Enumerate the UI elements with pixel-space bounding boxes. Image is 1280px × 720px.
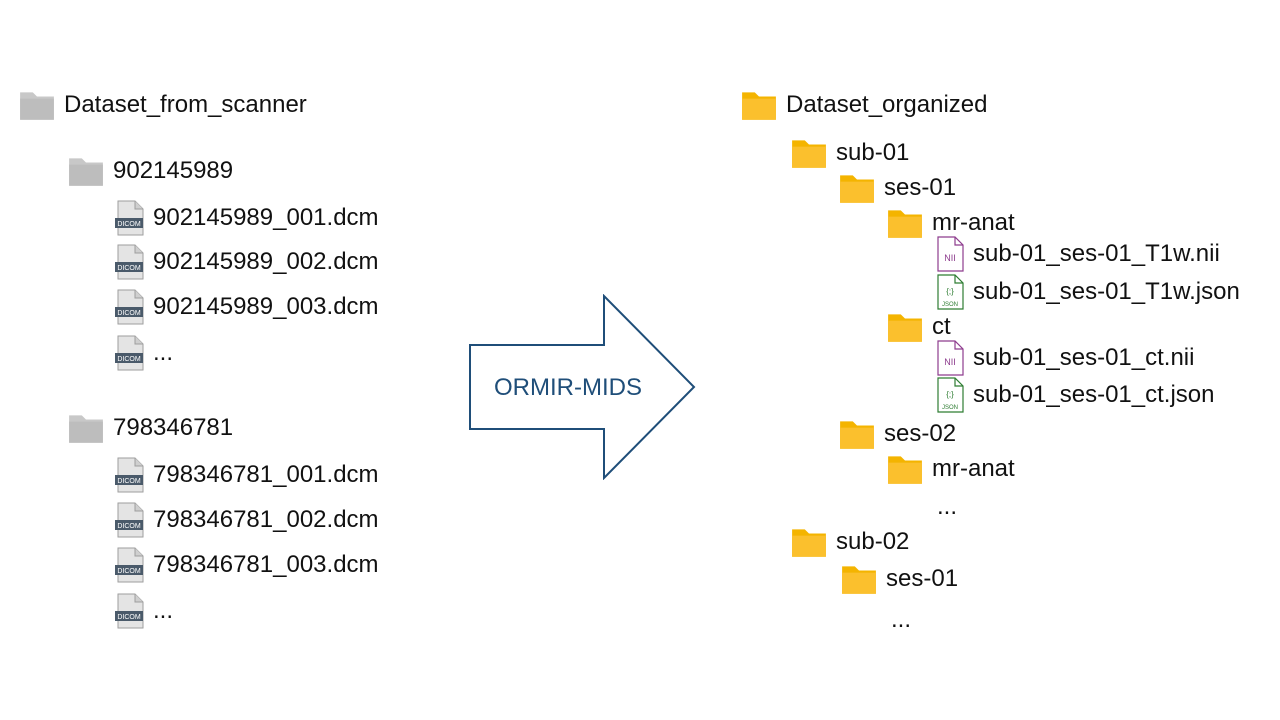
ses-02-label: ses-02: [884, 420, 957, 447]
mr-anat-label: mr-anat: [932, 209, 1015, 236]
dicom-file-icon: DICOM: [115, 593, 144, 629]
folder-icon: [67, 154, 105, 188]
ct-row[interactable]: ct: [886, 307, 951, 347]
source-folder-2-label: 798346781: [113, 414, 234, 441]
nii-file-row[interactable]: NII sub-01_ses-01_ct.nii: [935, 338, 1194, 378]
mr-anat-label: mr-anat: [932, 455, 1015, 482]
file-row[interactable]: DICOM 798346781_002.dcm: [115, 500, 379, 540]
sub-01-ses-01-row[interactable]: ses-01: [838, 168, 956, 208]
mr-anat-row[interactable]: mr-anat: [886, 449, 1015, 489]
ellipsis-row: ...: [883, 600, 911, 640]
svg-text:DICOM: DICOM: [117, 614, 141, 621]
svg-text:DICOM: DICOM: [117, 221, 141, 228]
svg-text:DICOM: DICOM: [117, 523, 141, 530]
source-root-label: Dataset_from_scanner: [64, 91, 307, 118]
json-file-label: sub-01_ses-01_ct.json: [973, 381, 1215, 408]
source-root-row[interactable]: Dataset_from_scanner: [18, 85, 307, 125]
json-file-row[interactable]: {;} JSON sub-01_ses-01_T1w.json: [935, 272, 1240, 312]
file-label: 798346781_001.dcm: [153, 461, 379, 488]
file-label: 798346781_002.dcm: [153, 506, 379, 533]
svg-text:NII: NII: [944, 357, 956, 367]
file-row[interactable]: DICOM 902145989_001.dcm: [115, 198, 379, 238]
arrow-label: ORMIR-MIDS: [494, 374, 642, 401]
file-label: 902145989_002.dcm: [153, 248, 379, 275]
file-label: 798346781_003.dcm: [153, 551, 379, 578]
source-folder-2-row[interactable]: 798346781: [67, 408, 233, 448]
svg-text:DICOM: DICOM: [117, 265, 141, 272]
svg-text:{;}: {;}: [946, 287, 954, 296]
folder-icon: [840, 562, 878, 596]
sub-02-label: sub-02: [836, 528, 910, 555]
json-file-icon: {;} JSON: [937, 377, 964, 413]
nii-file-icon: NII: [937, 236, 964, 272]
svg-text:DICOM: DICOM: [117, 310, 141, 317]
folder-icon: [886, 452, 924, 486]
dicom-file-icon: DICOM: [115, 547, 144, 583]
svg-text:{;}: {;}: [946, 390, 954, 399]
nii-file-label: sub-01_ses-01_T1w.nii: [973, 240, 1220, 267]
ses-01-label: ses-01: [886, 565, 959, 592]
svg-text:JSON: JSON: [942, 302, 958, 308]
ses-01-label: ses-01: [884, 174, 957, 201]
file-label: 902145989_001.dcm: [153, 204, 379, 231]
file-row[interactable]: DICOM 902145989_003.dcm: [115, 287, 379, 327]
sub-01-row[interactable]: sub-01: [790, 133, 909, 173]
folder-icon: [886, 310, 924, 344]
file-label: 902145989_003.dcm: [153, 293, 379, 320]
source-folder-1-label: 902145989: [113, 157, 234, 184]
svg-text:NII: NII: [944, 253, 956, 263]
folder-icon: [838, 417, 876, 451]
target-root-label: Dataset_organized: [786, 91, 988, 118]
file-row[interactable]: DICOM 798346781_001.dcm: [115, 455, 379, 495]
folder-icon: [790, 136, 828, 170]
sub-02-ses-01-row[interactable]: ses-01: [840, 559, 958, 599]
dicom-file-icon: DICOM: [115, 457, 144, 493]
dicom-file-icon: DICOM: [115, 289, 144, 325]
ellipsis-row: ...: [929, 487, 957, 527]
svg-text:DICOM: DICOM: [117, 478, 141, 485]
svg-text:DICOM: DICOM: [117, 356, 141, 363]
svg-text:JSON: JSON: [942, 405, 958, 411]
mr-anat-row[interactable]: mr-anat: [886, 203, 1015, 243]
conversion-arrow: [469, 294, 696, 480]
source-folder-1-row[interactable]: 902145989: [67, 151, 233, 191]
svg-text:DICOM: DICOM: [117, 568, 141, 575]
file-row[interactable]: DICOM ...: [115, 591, 173, 631]
file-row[interactable]: DICOM 902145989_002.dcm: [115, 242, 379, 282]
sub-01-label: sub-01: [836, 139, 910, 166]
ellipsis-label: ...: [153, 339, 174, 366]
sub-02-row[interactable]: sub-02: [790, 522, 909, 562]
dicom-file-icon: DICOM: [115, 502, 144, 538]
dicom-file-icon: DICOM: [115, 335, 144, 371]
folder-icon: [886, 206, 924, 240]
nii-file-label: sub-01_ses-01_ct.nii: [973, 344, 1195, 371]
nii-file-row[interactable]: NII sub-01_ses-01_T1w.nii: [935, 234, 1220, 274]
folder-icon: [67, 411, 105, 445]
target-root-row[interactable]: Dataset_organized: [740, 85, 987, 125]
ellipsis-label: ...: [153, 597, 174, 624]
json-file-label: sub-01_ses-01_T1w.json: [973, 278, 1240, 305]
json-file-row[interactable]: {;} JSON sub-01_ses-01_ct.json: [935, 375, 1214, 415]
folder-icon: [838, 171, 876, 205]
ct-label: ct: [932, 313, 951, 340]
ellipsis-label: ...: [937, 493, 958, 520]
file-row[interactable]: DICOM ...: [115, 333, 173, 373]
folder-icon: [740, 88, 778, 122]
dicom-file-icon: DICOM: [115, 244, 144, 280]
file-row[interactable]: DICOM 798346781_003.dcm: [115, 545, 379, 585]
ellipsis-label: ...: [891, 606, 912, 633]
dicom-file-icon: DICOM: [115, 200, 144, 236]
sub-01-ses-02-row[interactable]: ses-02: [838, 414, 956, 454]
folder-icon: [790, 525, 828, 559]
nii-file-icon: NII: [937, 340, 964, 376]
json-file-icon: {;} JSON: [937, 274, 964, 310]
folder-icon: [18, 88, 56, 122]
